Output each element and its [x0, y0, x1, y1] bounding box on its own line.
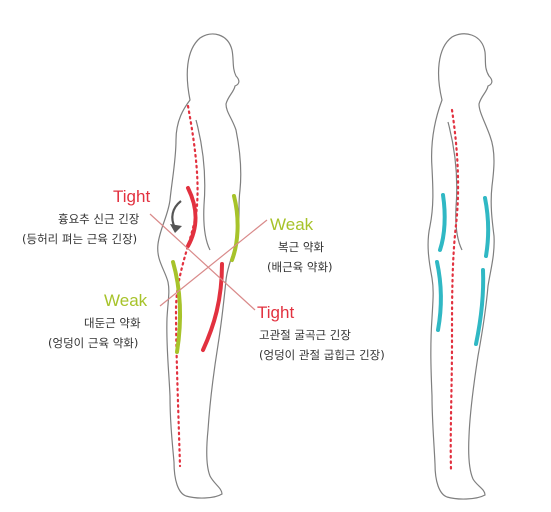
- tight-hip-line2: (엉덩이 관절 굽힙근 긴장): [259, 348, 385, 362]
- right-arm-outline: [447, 121, 463, 251]
- left-hip-tight-line: [201, 262, 224, 352]
- weak-abs-word: Weak: [270, 215, 314, 234]
- left-spine-dots: [174, 104, 199, 468]
- weak-glutes-line1: 대둔근 약화: [84, 316, 141, 330]
- right-hip-line: [474, 268, 486, 346]
- tight-hip-line1: 고관절 굴곡근 긴장: [259, 328, 351, 342]
- left-glute-weak-line: [171, 260, 183, 354]
- left-body-outline: [157, 33, 242, 499]
- left-abs-weak-line: [230, 194, 240, 262]
- tight-back-line2: (등허리 펴는 근육 긴장): [22, 232, 138, 246]
- right-abs-line: [483, 196, 491, 258]
- weak-glutes-line2: (엉덩이 근육 약화): [48, 336, 139, 350]
- left-figure: [149, 33, 268, 499]
- curve-arrow-head-icon: [170, 224, 182, 233]
- cross-line-tight-weak: [149, 213, 256, 311]
- weak-abs-line2: (배근육 약화): [267, 260, 333, 274]
- right-back-line: [438, 193, 447, 252]
- cross-line-weak-tight: [159, 219, 268, 307]
- right-spine-dots: [449, 108, 460, 472]
- curve-arrow-icon: [171, 200, 182, 229]
- weak-glutes-word: Weak: [104, 291, 148, 310]
- left-back-tight-line: [186, 186, 198, 248]
- right-glute-line: [435, 260, 443, 332]
- tight-hip-word: Tight: [257, 303, 295, 322]
- weak-abs-line1: 복근 약화: [278, 240, 324, 254]
- tight-back-line1: 흉요추 신근 긴장: [58, 212, 140, 226]
- right-body-outline: [427, 33, 495, 500]
- tight-back-word: Tight: [113, 187, 151, 206]
- right-figure: [427, 33, 495, 500]
- left-arm-outline: [195, 119, 211, 251]
